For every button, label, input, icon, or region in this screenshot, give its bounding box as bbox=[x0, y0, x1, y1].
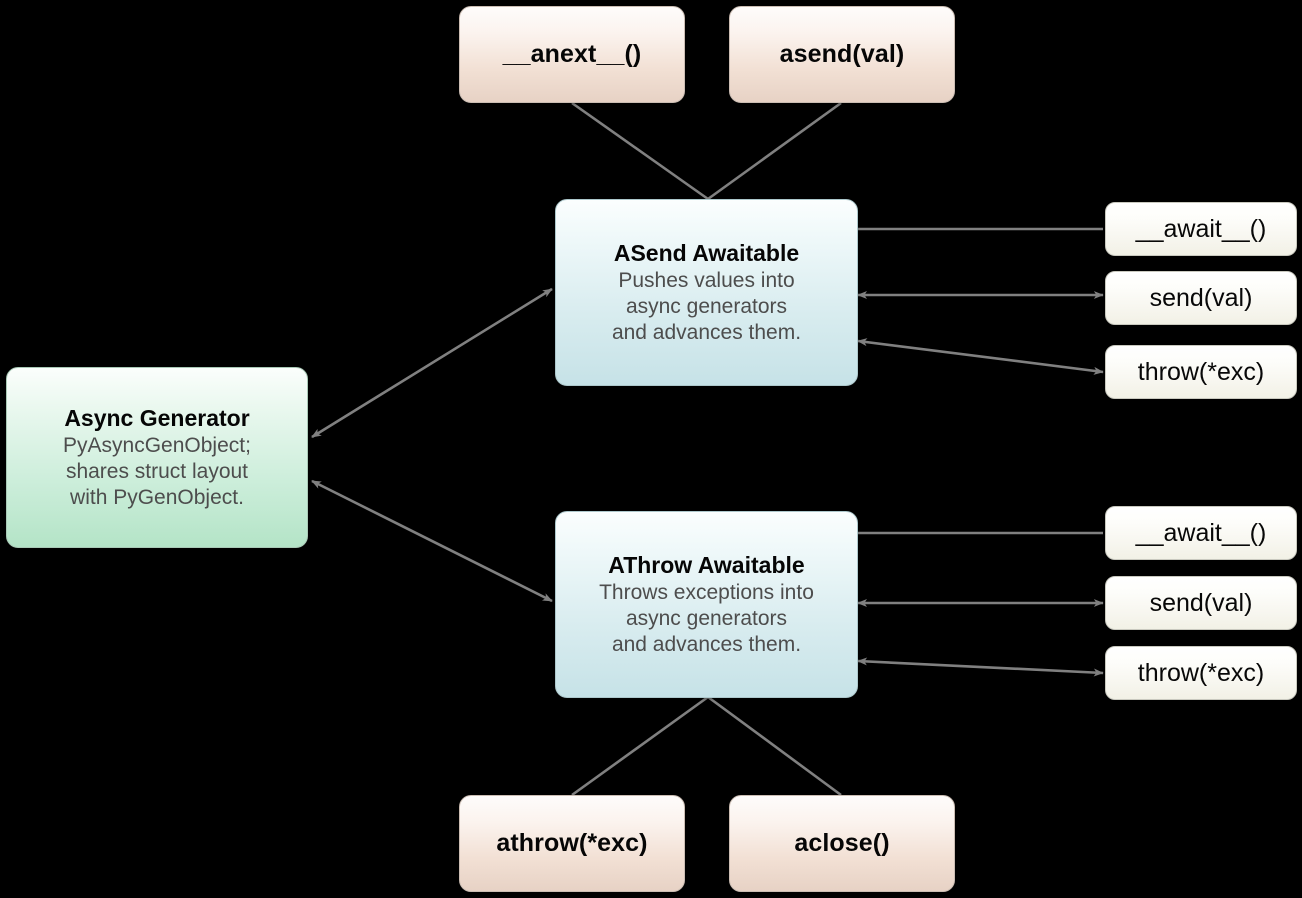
node-asend-api-throw-label: throw(*exc) bbox=[1137, 357, 1265, 386]
node-athrow-api-await[interactable]: __await__() bbox=[1105, 506, 1297, 560]
edge-root-to-asend bbox=[311, 287, 553, 439]
node-asend-api-send-label: send(val) bbox=[1149, 283, 1253, 312]
node-anext-label: __anext__() bbox=[502, 40, 642, 68]
node-athrow-awaitable-desc: Throws exceptions into async generators … bbox=[599, 581, 814, 656]
node-athrow-api-throw[interactable]: throw(*exc) bbox=[1105, 646, 1297, 700]
edge-athrow-throw bbox=[857, 657, 1104, 677]
node-athrow-api-send[interactable]: send(val) bbox=[1105, 576, 1297, 630]
node-aclose-label: aclose() bbox=[794, 829, 890, 857]
edge-anext-to-asend bbox=[571, 101, 709, 201]
node-asend-api-throw[interactable]: throw(*exc) bbox=[1105, 345, 1297, 399]
edge-aclose-to-athrow bbox=[707, 695, 842, 797]
node-asend-api-send[interactable]: send(val) bbox=[1105, 271, 1297, 325]
node-asend-awaitable[interactable]: ASend Awaitable Pushes values into async… bbox=[555, 199, 858, 386]
node-athrow-api-throw-label: throw(*exc) bbox=[1137, 658, 1265, 687]
node-async-generator-desc: PyAsyncGenObject; shares struct layout w… bbox=[63, 434, 251, 509]
edge-root-to-athrow bbox=[311, 479, 553, 603]
node-async-generator[interactable]: Async Generator PyAsyncGenObject; shares… bbox=[6, 367, 308, 548]
node-athrow-api-await-label: __await__() bbox=[1135, 518, 1267, 547]
node-anext[interactable]: __anext__() bbox=[459, 6, 685, 103]
node-asend-method[interactable]: asend(val) bbox=[729, 6, 955, 103]
edge-asend-throw bbox=[857, 338, 1104, 375]
node-athrow-method[interactable]: athrow(*exc) bbox=[459, 795, 685, 892]
node-asend-awaitable-title: ASend Awaitable bbox=[613, 239, 800, 266]
node-asend-api-await[interactable]: __await__() bbox=[1105, 202, 1297, 256]
node-asend-awaitable-desc: Pushes values into async generators and … bbox=[611, 269, 802, 344]
node-asend-api-await-label: __await__() bbox=[1135, 214, 1267, 243]
node-athrow-api-send-label: send(val) bbox=[1149, 588, 1253, 617]
node-aclose[interactable]: aclose() bbox=[729, 795, 955, 892]
node-asend-method-label: asend(val) bbox=[779, 40, 905, 68]
node-athrow-method-label: athrow(*exc) bbox=[496, 829, 648, 857]
edge-athrow-method-to-athrow bbox=[571, 695, 709, 797]
edge-asend-method-to-asend bbox=[707, 101, 842, 201]
node-athrow-awaitable[interactable]: AThrow Awaitable Throws exceptions into … bbox=[555, 511, 858, 698]
node-athrow-awaitable-title: AThrow Awaitable bbox=[608, 551, 805, 578]
node-async-generator-title: Async Generator bbox=[64, 404, 250, 431]
